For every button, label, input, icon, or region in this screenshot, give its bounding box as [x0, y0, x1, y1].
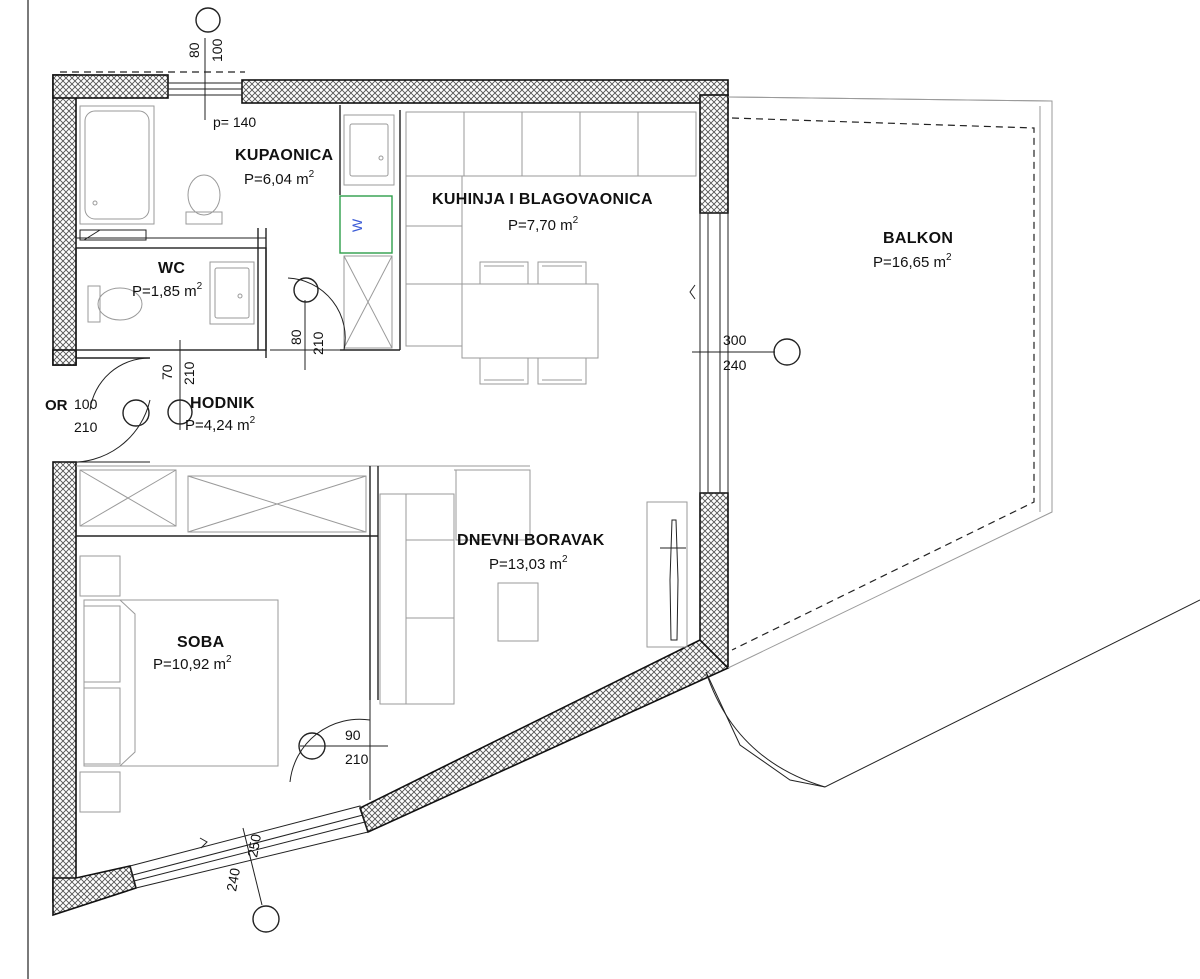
wc-door-height: 210 — [310, 331, 326, 355]
dining-table — [461, 283, 599, 359]
label-wc-area: P=1,85 m2 — [132, 281, 203, 300]
label-dnevni-area: P=13,03 m2 — [489, 554, 568, 573]
living-fixtures — [76, 465, 688, 705]
sofa — [379, 493, 455, 705]
entrance-door-width: 100 — [74, 396, 98, 412]
wc-door-width: 80 — [288, 329, 304, 345]
wall-right-upper — [699, 94, 729, 214]
bedroom-fixtures — [79, 555, 279, 813]
top-window-height: 100 — [209, 38, 225, 62]
wc-toilet-tank — [87, 285, 101, 323]
walls — [52, 74, 730, 917]
label-kupaonica-name: KUPAONICA — [235, 147, 334, 164]
wall-diagonal-right — [359, 639, 730, 834]
room-labels: KUPAONICA P=6,04 m2 KUHINJA I BLAGOVAONI… — [132, 147, 953, 673]
balcony-outline — [705, 96, 1200, 788]
wc-door-marker — [293, 277, 319, 303]
top-window-width: 80 — [186, 42, 202, 58]
bedroom-door-height: 210 — [345, 751, 369, 767]
washer-label: W — [349, 218, 365, 232]
wc-sink — [209, 261, 255, 325]
entrance-door-marker — [122, 399, 150, 427]
kitchen-fixtures — [405, 111, 697, 385]
entrance-door-height: 210 — [74, 419, 98, 435]
bed — [83, 599, 279, 767]
balcony-door-width: 300 — [723, 332, 747, 348]
hall-door-width: 70 — [159, 364, 175, 380]
bath-toilet-tank — [185, 211, 223, 225]
bedroom-door: 90 210 — [289, 700, 388, 800]
wall-diagonal-left — [52, 865, 137, 917]
bottom-window: 250 240 — [129, 805, 369, 933]
wardrobe-left — [79, 469, 177, 527]
top-window-marker — [195, 7, 221, 33]
label-hodnik-area: P=4,24 m2 — [185, 415, 256, 434]
wall-entry-left — [52, 349, 77, 366]
label-kuhinja-area: P=7,70 m2 — [508, 215, 579, 234]
label-soba-name: SOBA — [177, 634, 225, 651]
wc-toilet-bowl — [97, 287, 143, 321]
bedroom-door-width: 90 — [345, 727, 361, 743]
tv-unit — [646, 501, 688, 648]
label-balkon-name: BALKON — [883, 230, 953, 247]
bath-sink — [343, 114, 395, 186]
wc-fixtures — [75, 228, 267, 359]
hall-door: 70 210 — [89, 340, 197, 430]
balcony-door: 300 240 — [689, 212, 801, 494]
label-wc-name: WC — [158, 260, 185, 277]
wall-left-upper — [52, 74, 77, 366]
wardrobe-right — [187, 475, 367, 533]
hall-door-marker — [167, 399, 193, 425]
bedroom-door-marker — [298, 732, 326, 760]
label-kuhinja-name: KUHINJA I BLAGOVAONICA — [432, 191, 653, 208]
wall-top-right — [241, 79, 729, 104]
hall-door-height: 210 — [181, 361, 197, 385]
balcony-door-marker — [773, 338, 801, 366]
bath-toilet-bowl — [187, 174, 221, 216]
top-window: 80 100 p= 140 — [167, 7, 256, 130]
wc-door: 80 210 — [270, 277, 346, 370]
entrance-cut-label: OR — [45, 397, 68, 414]
washer-box — [339, 195, 393, 254]
parapet-label: p= 140 — [213, 114, 256, 130]
balcony-door-height: 240 — [723, 357, 747, 373]
bathroom-fixtures: W — [79, 105, 401, 351]
wall-left-lower — [52, 461, 77, 903]
storage-closet — [343, 255, 393, 349]
entrance-door: OR 100 210 — [45, 396, 151, 463]
bottom-window-height: 240 — [223, 867, 243, 893]
label-dnevni-name: DNEVNI BORAVAK — [457, 532, 605, 549]
label-hodnik-name: HODNIK — [190, 395, 255, 412]
bottom-window-width: 250 — [244, 833, 264, 859]
label-balkon-area: P=16,65 m2 — [873, 252, 952, 271]
wall-top-left — [52, 74, 169, 99]
wall-right-lower — [699, 492, 729, 669]
bottom-window-marker — [252, 905, 280, 933]
bathtub — [79, 105, 155, 225]
label-kupaonica-area: P=6,04 m2 — [244, 169, 315, 188]
coffee-table — [497, 582, 539, 642]
label-soba-area: P=10,92 m2 — [153, 654, 232, 673]
